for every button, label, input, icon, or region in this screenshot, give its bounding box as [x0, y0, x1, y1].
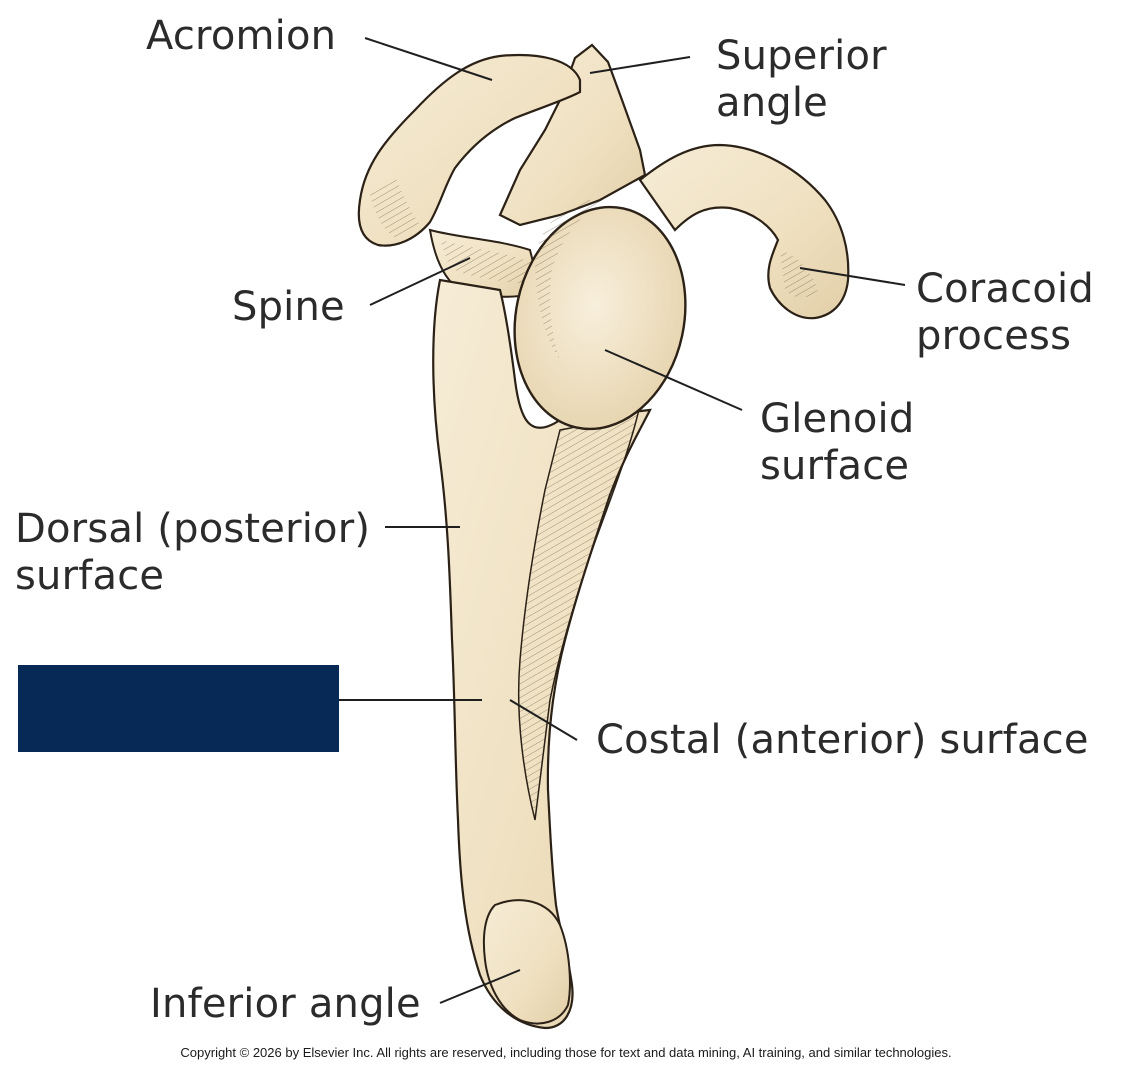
label-glenoid-surface: Glenoid surface	[760, 396, 915, 489]
acromion-hatching	[370, 175, 420, 240]
hidden-label-box[interactable]	[18, 665, 339, 752]
label-spine: Spine	[232, 284, 345, 330]
acromion-shape	[357, 53, 582, 247]
glenoid-cavity	[513, 205, 687, 431]
coracoid-leader	[799, 267, 906, 286]
label-coracoid-process: Coracoid process	[916, 266, 1094, 359]
spine-leader	[369, 257, 471, 306]
glenoid-leader	[604, 349, 743, 411]
label-dorsal-surface: Dorsal (posterior) surface	[15, 506, 371, 599]
label-costal-surface: Costal (anterior) surface	[596, 717, 1089, 763]
superior-angle-leader	[589, 56, 691, 74]
costal-leader	[509, 699, 578, 741]
copyright-notice: Copyright © 2026 by Elsevier Inc. All ri…	[180, 1045, 952, 1060]
label-superior-angle: Superior angle	[716, 33, 887, 126]
glenoid-rim-hatching	[535, 198, 605, 360]
acromion-leader	[364, 37, 493, 81]
costal-groove	[517, 403, 642, 821]
coracoid-hatching	[780, 250, 818, 298]
label-inferior-angle: Inferior angle	[150, 981, 421, 1027]
spine-hatching	[440, 240, 534, 285]
leader-lines	[339, 37, 906, 1004]
inferior-angle-leader	[439, 969, 521, 1004]
label-acromion: Acromion	[146, 13, 337, 59]
inferior-angle-shape	[482, 899, 571, 1025]
